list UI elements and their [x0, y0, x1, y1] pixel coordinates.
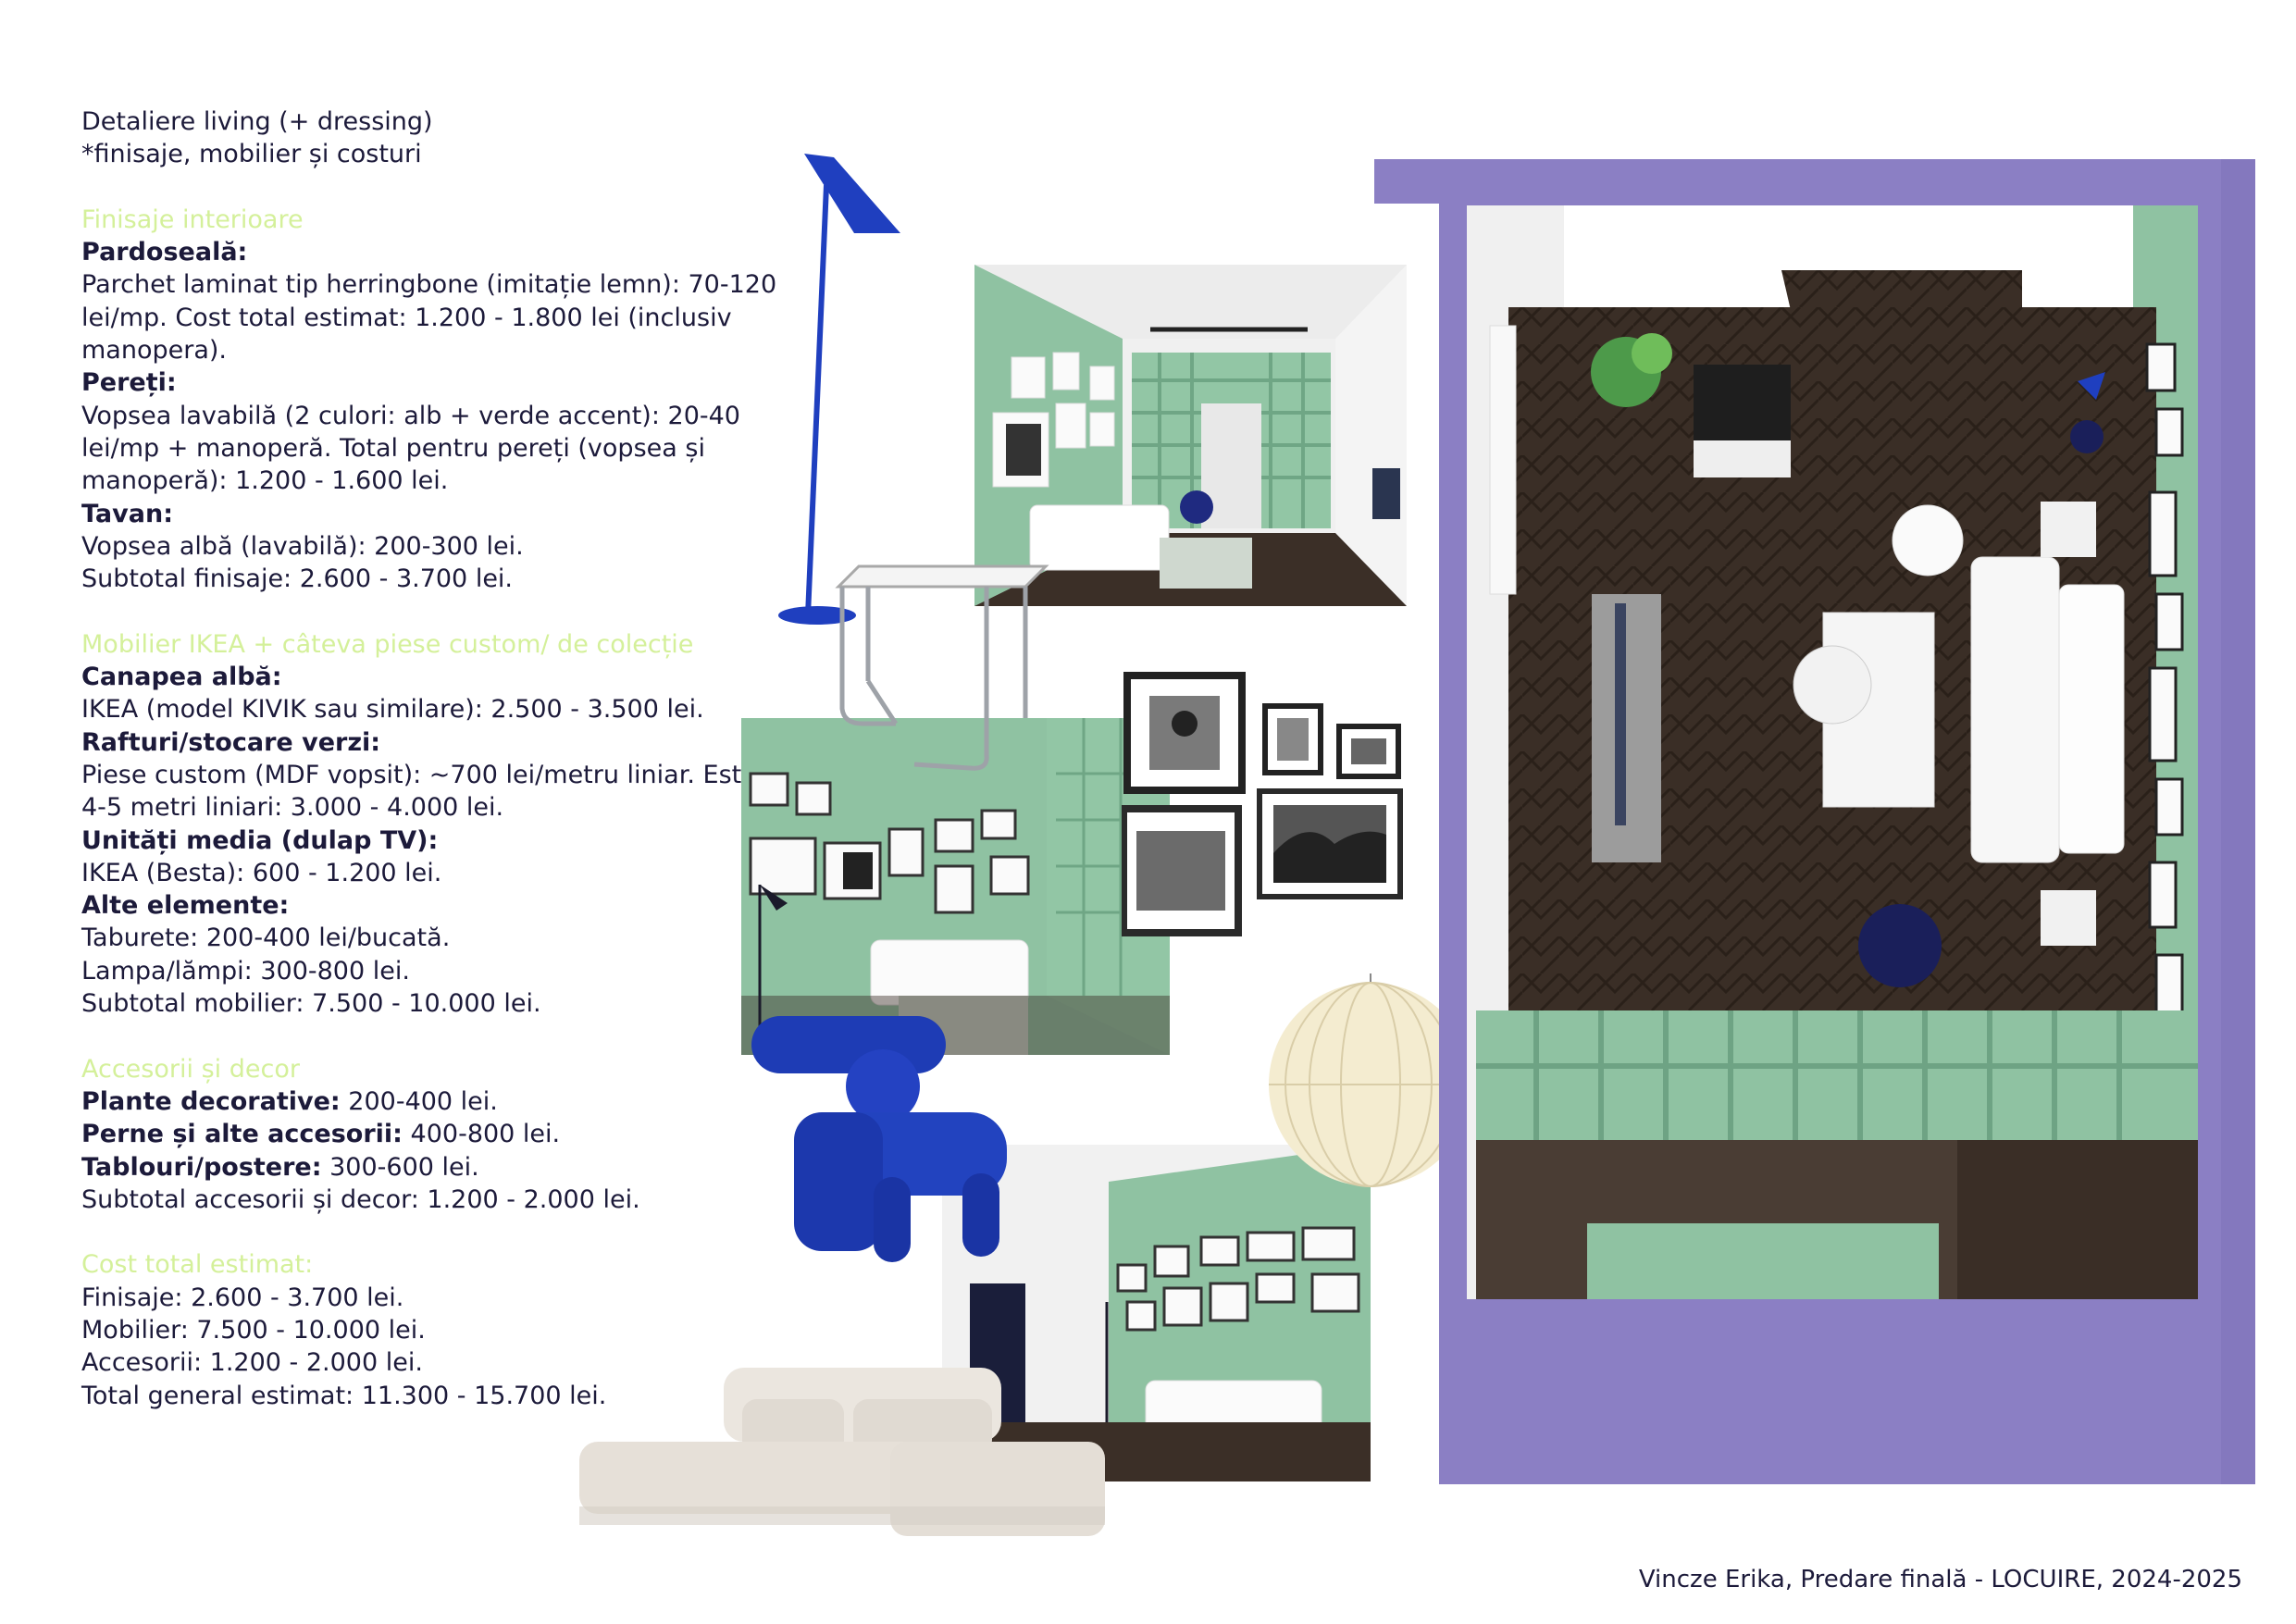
- text-pardoseala: Parchet laminat tip herringbone (imitați…: [81, 270, 777, 366]
- section-heading-mobilier: Mobilier IKEA + câteva piese custom/ de …: [81, 629, 694, 659]
- subtotal-finisaje: Subtotal finisaje: 2.600 - 3.700 lei.: [81, 564, 514, 594]
- total-accesorii: Accesorii: 1.200 - 2.000 lei.: [81, 1348, 423, 1378]
- page-title: Detaliere living (+ dressing): [81, 107, 433, 136]
- gallery-frames-image: [1122, 672, 1403, 936]
- line-perne: Perne și alte accesorii: 400-800 lei.: [81, 1118, 813, 1150]
- floor-lamp-image: [778, 154, 900, 625]
- total-general: Total general estimat: 11.300 - 15.700 l…: [81, 1381, 607, 1410]
- total-mobilier: Mobilier: 7.500 - 10.000 lei.: [81, 1315, 426, 1345]
- label-tavan: Tavan:: [81, 499, 173, 528]
- label-plante: Plante decorative:: [81, 1086, 341, 1116]
- label-canapea: Canapea albă:: [81, 663, 282, 692]
- modular-sofa-image: [579, 1368, 1105, 1536]
- page-subtitle: *finisaje, mobilier și costuri: [81, 140, 422, 169]
- line-tablouri: Tablouri/postere: 300-600 lei.: [81, 1151, 813, 1184]
- cost-breakdown-text: Detaliere living (+ dressing) *finisaje,…: [81, 105, 813, 1412]
- text-canapea: IKEA (model KIVIK sau similare): 2.500 -…: [81, 695, 704, 725]
- label-media: Unități media (dulap TV):: [81, 825, 439, 855]
- living-render-3: [942, 1145, 1371, 1481]
- text-plante: 200-400 lei.: [340, 1086, 498, 1116]
- label-alte: Alte elemente:: [81, 891, 290, 921]
- footer-credit: Vincze Erika, Predare finală - LOCUIRE, …: [1638, 1566, 2242, 1593]
- text-media: IKEA (Besta): 600 - 1.200 lei.: [81, 858, 442, 887]
- section-heading-finisaje: Finisaje interioare: [81, 205, 304, 234]
- label-perne: Perne și alte accesorii:: [81, 1120, 403, 1149]
- living-top-view-plan: [1374, 159, 2255, 1484]
- label-tablouri: Tablouri/postere:: [81, 1152, 322, 1182]
- section-heading-accesorii: Accesorii și decor: [81, 1054, 300, 1084]
- living-render-2: [741, 718, 1170, 1055]
- section-heading-total: Cost total estimat:: [81, 1250, 314, 1280]
- text-tablouri: 300-600 lei.: [321, 1152, 479, 1182]
- line-plante: Plante decorative: 200-400 lei.: [81, 1085, 813, 1118]
- text-perne: 400-800 lei.: [402, 1120, 561, 1149]
- label-pereti: Pereți:: [81, 368, 177, 398]
- subtotal-mobilier: Subtotal mobilier: 7.500 - 10.000 lei.: [81, 989, 541, 1019]
- blue-chair-image: [751, 1016, 1007, 1262]
- paper-lantern-image: [1269, 973, 1472, 1187]
- text-tavan: Vopsea albă (lavabilă): 200-300 lei.: [81, 531, 524, 561]
- text-rafturi: Piese custom (MDF vopsit): ~700 lei/metr…: [81, 760, 799, 823]
- total-finisaje: Finisaje: 2.600 - 3.700 lei.: [81, 1283, 404, 1312]
- label-rafturi: Rafturi/stocare verzi:: [81, 727, 381, 757]
- subtotal-accesorii: Subtotal accesorii și decor: 1.200 - 2.0…: [81, 1184, 640, 1214]
- living-render-1: [974, 265, 1407, 606]
- text-lampi: Lampa/lămpi: 300-800 lei.: [81, 956, 410, 986]
- text-pereti: Vopsea lavabilă (2 culori: alb + verde a…: [81, 401, 740, 496]
- text-taburete: Taburete: 200-400 lei/bucată.: [81, 924, 451, 953]
- side-table-image: [835, 564, 1049, 771]
- label-pardoseala: Pardoseală:: [81, 238, 248, 267]
